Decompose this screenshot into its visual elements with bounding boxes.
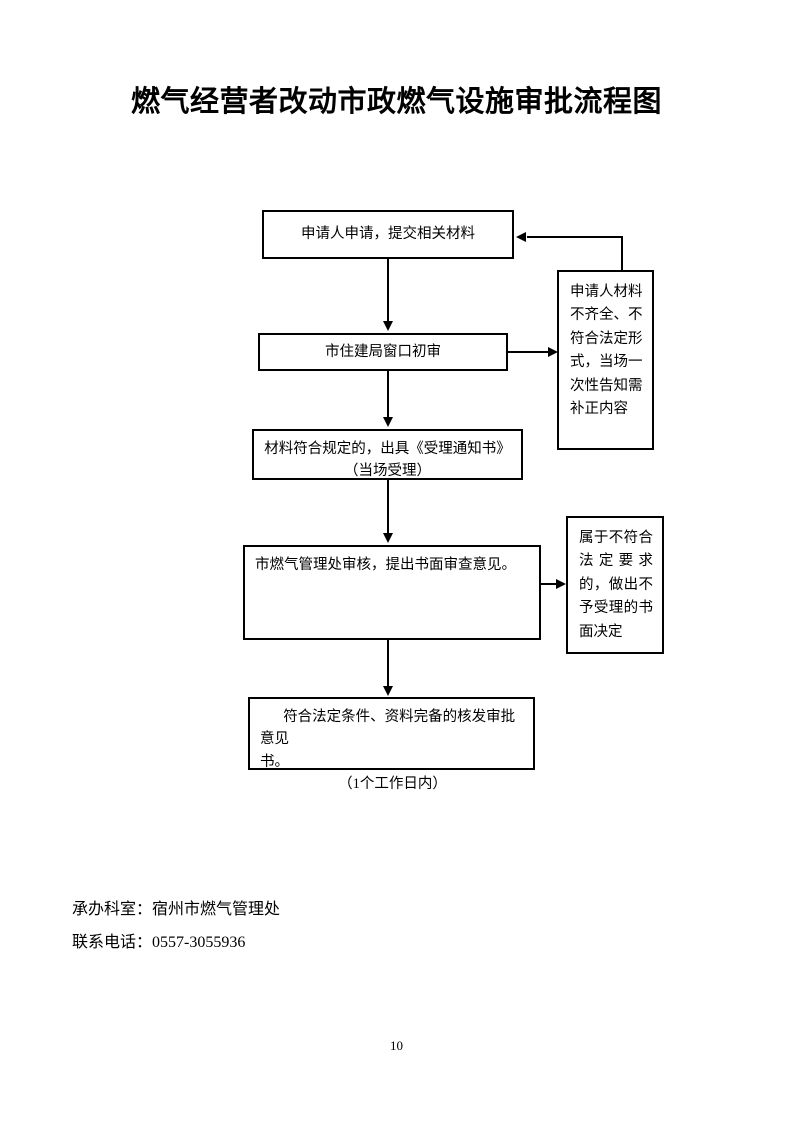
connector-window-to-incomplete-arrowhead bbox=[548, 347, 558, 357]
approval-opinion-line1: 符合法定条件、资料完备的核发审批意见 bbox=[260, 709, 516, 748]
page-title: 燃气经营者改动市政燃气设施审批流程图 bbox=[130, 86, 662, 118]
applicant-submit-box: 申请人申请，提交相关材料 bbox=[262, 210, 514, 259]
connector-gasoffice-to-reject-line bbox=[541, 583, 558, 585]
page-number: 10 bbox=[390, 1038, 403, 1053]
connector-apply-to-window-arrowhead bbox=[383, 321, 393, 331]
connector-gasoffice-to-approval-line bbox=[387, 640, 389, 688]
incomplete-materials-text: 申请人材料不齐全、不符合法定形式，当场一次性告知需补正内容 bbox=[570, 284, 643, 418]
window-preliminary-review-text: 市住建局窗口初审 bbox=[325, 343, 441, 360]
acceptance-notice-box: 材料符合规定的，出具《受理通知书》 （当场受理） bbox=[252, 429, 523, 480]
contact-phone-line: 联系电话：0557-3055936 bbox=[72, 934, 246, 951]
incomplete-materials-box: 申请人材料不齐全、不符合法定形式，当场一次性告知需补正内容 bbox=[557, 270, 654, 450]
connector-gasoffice-to-reject-arrowhead bbox=[556, 579, 566, 589]
gas-office-review-text: 市燃气管理处审核，提出书面审查意见。 bbox=[255, 557, 516, 573]
connector-incomplete-back-vertical bbox=[621, 236, 623, 272]
connector-accept-to-gasoffice-arrowhead bbox=[383, 533, 393, 543]
connector-gasoffice-to-approval-arrowhead bbox=[383, 686, 393, 696]
applicant-submit-text: 申请人申请，提交相关材料 bbox=[301, 226, 475, 243]
connector-accept-to-gasoffice-line bbox=[387, 480, 389, 535]
acceptance-notice-line1: 材料符合规定的，出具《受理通知书》 bbox=[264, 441, 511, 457]
approval-opinion-line3: （1个工作日内） bbox=[338, 776, 447, 793]
connector-apply-to-window-line bbox=[387, 259, 389, 323]
rejection-decision-text: 属于不符合法定要求的，做出不予受理的书面决定 bbox=[579, 530, 653, 640]
connector-window-to-incomplete-line bbox=[508, 351, 550, 353]
connector-incomplete-back-arrowhead bbox=[516, 232, 526, 242]
window-preliminary-review-box: 市住建局窗口初审 bbox=[258, 333, 508, 371]
acceptance-notice-line2: （当场受理） bbox=[344, 463, 431, 480]
rejection-decision-box: 属于不符合法定要求的，做出不予受理的书面决定 bbox=[566, 516, 664, 654]
handling-department-line: 承办科室：宿州市燃气管理处 bbox=[72, 901, 281, 918]
gas-office-review-box: 市燃气管理处审核，提出书面审查意见。 bbox=[243, 545, 541, 640]
approval-opinion-line2: 书。 bbox=[260, 753, 289, 770]
connector-incomplete-back-horizontal bbox=[527, 236, 623, 238]
connector-window-to-accept-line bbox=[387, 371, 389, 419]
connector-window-to-accept-arrowhead bbox=[383, 417, 393, 427]
approval-opinion-box: 符合法定条件、资料完备的核发审批意见 书。 （1个工作日内） bbox=[248, 697, 535, 792]
